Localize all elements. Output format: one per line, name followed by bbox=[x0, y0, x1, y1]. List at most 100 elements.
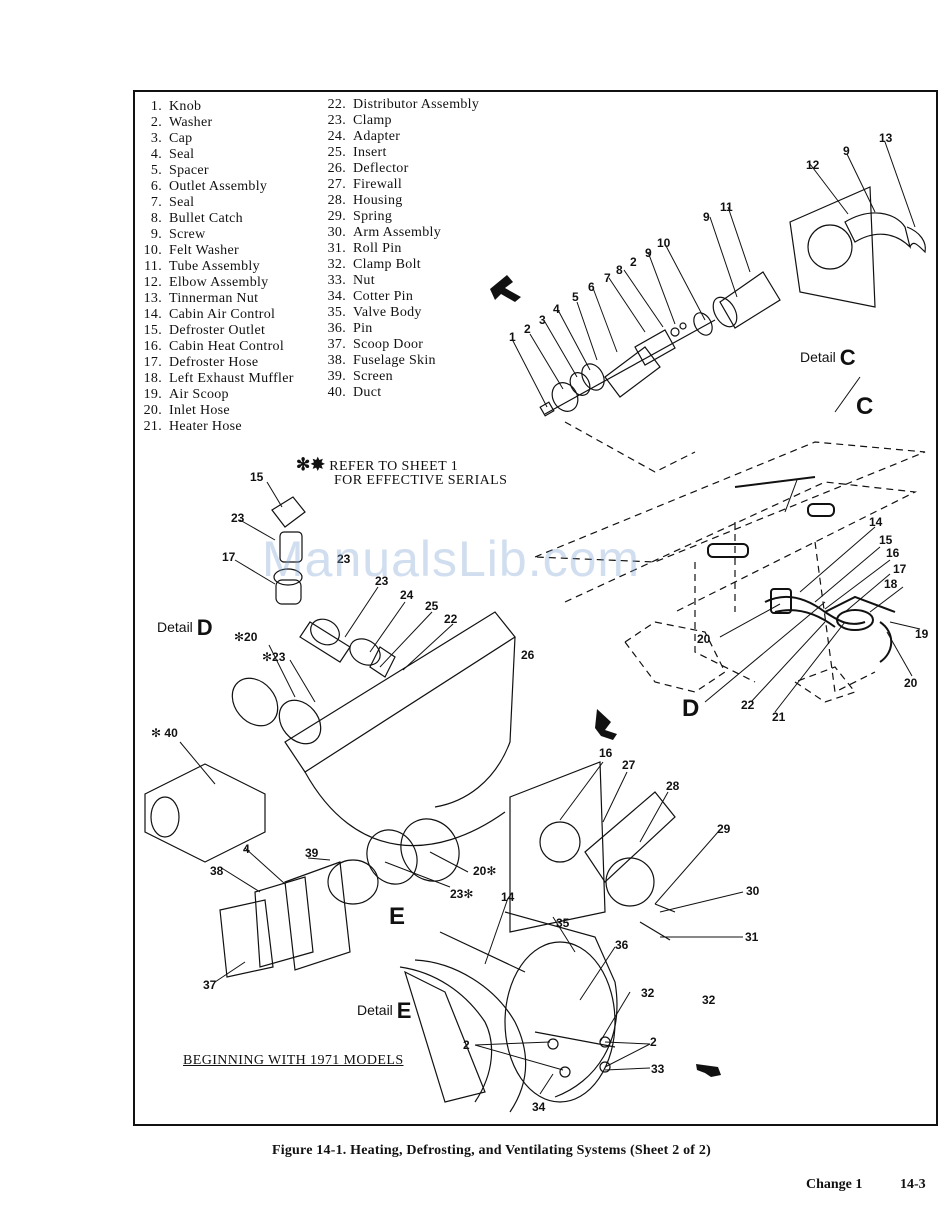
detail-e-assembly bbox=[399, 911, 618, 1113]
part-number: 8. bbox=[150, 211, 162, 226]
part-row: 9. Screw bbox=[140, 227, 294, 243]
part-row: 10.Felt Washer bbox=[140, 243, 294, 259]
part-name: Cabin Air Control bbox=[169, 307, 276, 322]
callout-number: 11 bbox=[720, 200, 733, 214]
watermark: ManualsLib.com bbox=[262, 531, 641, 587]
part-name: Defroster Outlet bbox=[169, 323, 266, 338]
part-row: 28.Housing bbox=[322, 193, 479, 209]
part-number: 29. bbox=[327, 209, 346, 224]
callout-number: 13 bbox=[879, 131, 893, 145]
part-number: 9. bbox=[150, 227, 162, 242]
change-label: Change 1 bbox=[806, 1177, 863, 1192]
part-name: Tinnerman Nut bbox=[169, 291, 259, 306]
part-name: Washer bbox=[169, 115, 213, 130]
callout-number: 33 bbox=[651, 1062, 665, 1076]
part-name: Screw bbox=[169, 227, 206, 242]
part-row: 37.Scoop Door bbox=[322, 337, 479, 353]
part-name: Elbow Assembly bbox=[169, 275, 269, 290]
part-row: 26.Deflector bbox=[322, 161, 479, 177]
callout-number: 30 bbox=[746, 884, 760, 898]
part-number: 16. bbox=[143, 339, 162, 354]
callout-number: 23 bbox=[337, 552, 351, 566]
part-row: 27. Firewall bbox=[322, 177, 479, 193]
part-name: Firewall bbox=[353, 177, 403, 192]
part-row: 20.Inlet Hose bbox=[140, 403, 294, 419]
part-number: 12. bbox=[143, 275, 162, 290]
pointing-hand-icon bbox=[595, 709, 617, 740]
part-number: 19. bbox=[143, 387, 162, 402]
part-number: 6. bbox=[150, 179, 162, 194]
part-name: Deflector bbox=[353, 161, 409, 176]
callout-number: 39 bbox=[305, 846, 319, 860]
callout-number: 22 bbox=[444, 612, 458, 626]
part-row: 35.Valve Body bbox=[322, 305, 479, 321]
part-name: Knob bbox=[169, 99, 202, 114]
callout-number: 10 bbox=[657, 236, 671, 250]
detail-d-assembly bbox=[144, 496, 676, 978]
callout-number: 1 bbox=[509, 330, 516, 344]
part-row: 16.Cabin Heat Control bbox=[140, 339, 294, 355]
callout-number: 27 bbox=[622, 758, 636, 772]
asterisk-icon: ✻✸ bbox=[296, 455, 326, 474]
part-row: 15. Defroster Outlet bbox=[140, 323, 294, 339]
callout-number: 24 bbox=[400, 588, 414, 602]
callout-number: 23 bbox=[375, 574, 389, 588]
pointing-hand-icon bbox=[696, 1064, 721, 1077]
page-number: 14-3 bbox=[900, 1177, 926, 1192]
part-number: 10. bbox=[143, 243, 162, 258]
part-name: Tube Assembly bbox=[169, 259, 260, 274]
part-number: 7. bbox=[150, 195, 162, 210]
part-number: 40. bbox=[327, 385, 346, 400]
callout-number: 2 bbox=[524, 322, 531, 336]
callout-number: 15 bbox=[879, 533, 893, 547]
figure-caption: Figure 14-1. Heating, Defrosting, and Ve… bbox=[272, 1143, 711, 1158]
part-row: 25.Insert bbox=[322, 145, 479, 161]
part-row: 19. Air Scoop bbox=[140, 387, 294, 403]
callout-number: 17 bbox=[893, 562, 907, 576]
part-row: 18.Left Exhaust Muffler bbox=[140, 371, 294, 387]
part-number: 20. bbox=[143, 403, 162, 418]
part-row: 38.Fuselage Skin bbox=[322, 353, 479, 369]
part-number: 38. bbox=[327, 353, 346, 368]
exploded-diagram bbox=[144, 141, 926, 1113]
part-row: 17. Defroster Hose bbox=[140, 355, 294, 371]
part-name: Clamp bbox=[353, 113, 392, 128]
part-number: 35. bbox=[327, 305, 346, 320]
note-line-2: FOR EFFECTIVE SERIALS bbox=[334, 473, 508, 488]
part-number: 31. bbox=[327, 241, 346, 256]
part-number: 27. bbox=[327, 177, 346, 192]
part-name: Defroster Hose bbox=[169, 355, 259, 370]
part-name: Insert bbox=[353, 145, 387, 160]
part-row: 4.Seal bbox=[140, 147, 294, 163]
part-number: 15. bbox=[143, 323, 162, 338]
callout-number: 36 bbox=[615, 938, 629, 952]
part-name: Screen bbox=[353, 369, 393, 384]
part-name: Air Scoop bbox=[169, 387, 229, 402]
callout-number: 19 bbox=[915, 627, 929, 641]
callout-number: 14 bbox=[869, 515, 883, 529]
callout-number: 18 bbox=[884, 577, 898, 591]
part-number: 22. bbox=[327, 97, 346, 112]
airframe-outline bbox=[534, 421, 926, 703]
callout-number: 35 bbox=[556, 916, 570, 930]
part-number: 36. bbox=[327, 321, 346, 336]
callout-number: 34 bbox=[532, 1100, 546, 1114]
callout-number: 28 bbox=[666, 779, 680, 793]
callout-number: 23✻ bbox=[450, 887, 474, 901]
part-row: 2.Washer bbox=[140, 115, 294, 131]
part-row: 34.Cotter Pin bbox=[322, 289, 479, 305]
part-name: Seal bbox=[169, 195, 195, 210]
part-name: Outlet Assembly bbox=[169, 179, 268, 194]
callout-number: 20 bbox=[697, 632, 711, 646]
part-row: 12. Elbow Assembly bbox=[140, 275, 294, 291]
part-row: 40.Duct bbox=[322, 385, 479, 401]
part-number: 17. bbox=[143, 355, 162, 370]
callout-number: 2 bbox=[463, 1038, 470, 1052]
callout-number: 29 bbox=[717, 822, 731, 836]
part-name: Cotter Pin bbox=[353, 289, 414, 304]
part-row: 33.Nut bbox=[322, 273, 479, 289]
callout-number: 25 bbox=[425, 599, 439, 613]
